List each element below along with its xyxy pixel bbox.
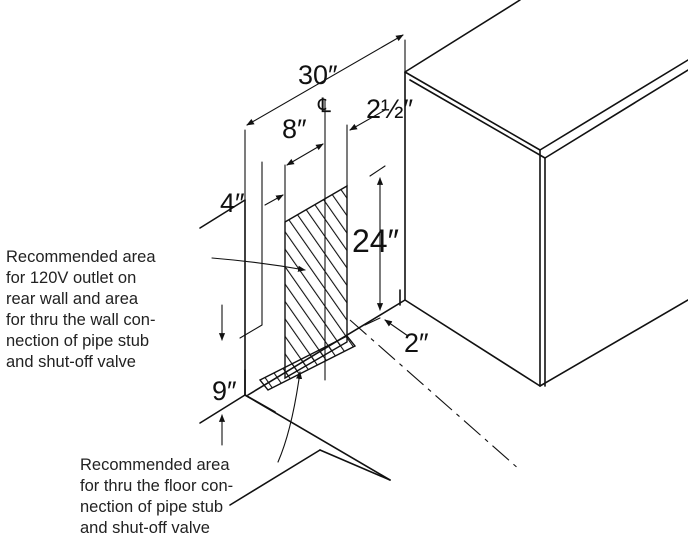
wall-callout-line: rear wall and area xyxy=(6,290,139,308)
wall-callout-line: nection of pipe stub xyxy=(6,332,149,350)
dimension-lines xyxy=(218,34,409,446)
floor-hatched-area xyxy=(258,335,357,391)
dim-2-label: 2″ xyxy=(404,328,429,358)
floor-callout-line: nection of pipe stub xyxy=(80,498,223,516)
floor-area-callout: Recommended area for thru the floor con-… xyxy=(80,456,233,537)
wall-area-callout: Recommended area for 120V outlet on rear… xyxy=(6,248,156,371)
wall-callout-line: Recommended area xyxy=(6,248,156,266)
wall-callout-line: for 120V outlet on xyxy=(6,269,136,287)
dim-30-label: 30″ xyxy=(298,60,338,90)
floor-callout-line: for thru the floor con- xyxy=(80,477,233,495)
dim-9-label: 9″ xyxy=(212,376,237,406)
dim-2-half-label: 2½″ xyxy=(366,94,414,124)
wall-callout-line: for thru the wall con- xyxy=(6,311,155,329)
centerline-icon: ℄ xyxy=(317,95,331,117)
dim-4-label: 4″ xyxy=(220,188,245,218)
floor-callout-line: and shut-off valve xyxy=(80,519,210,537)
floor-callout-line: Recommended area xyxy=(80,456,230,474)
callout-leaders xyxy=(211,257,306,463)
dim-8-label: 8″ xyxy=(282,114,307,144)
wall-callout-line: and shut-off valve xyxy=(6,353,136,371)
dim-24-label: 24″ xyxy=(352,223,399,259)
appliance-box xyxy=(399,59,688,387)
